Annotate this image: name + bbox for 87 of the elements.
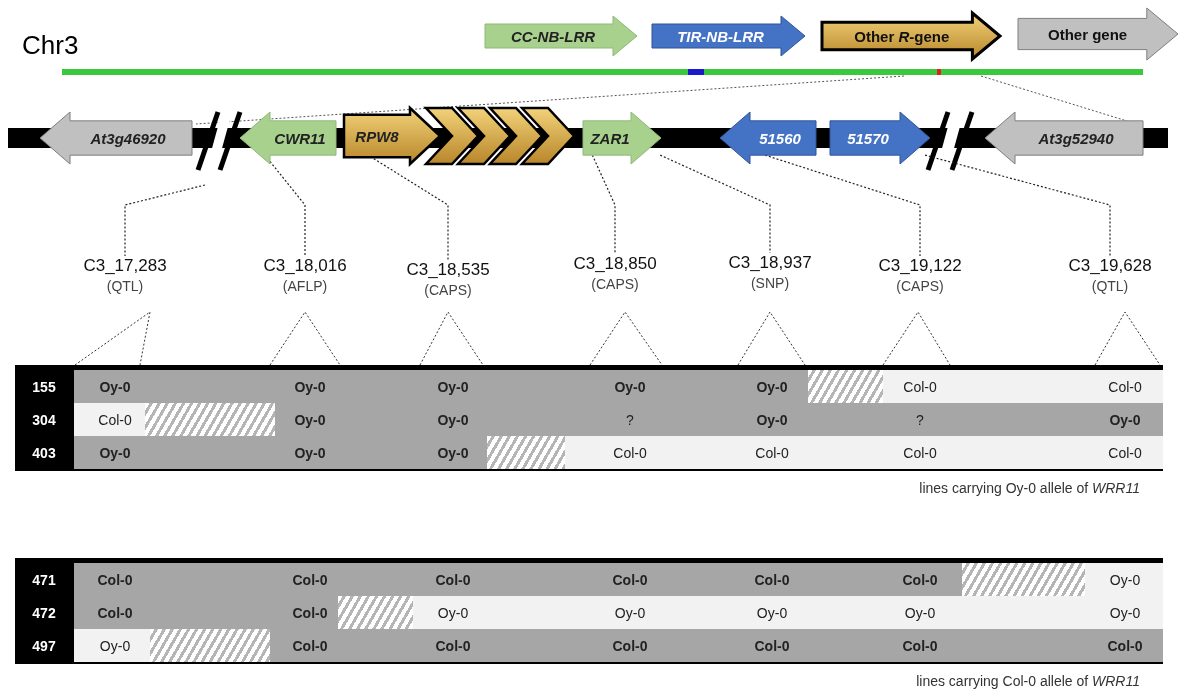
genotype-label: Oy-0 [756, 379, 788, 395]
genotype-label: Col-0 [1108, 445, 1142, 461]
legend-label: TIR-NB-LRR [676, 27, 765, 45]
gene-name: 51560 [758, 129, 802, 147]
genotype-label: Col-0 [903, 445, 937, 461]
genotype-label: Oy-0 [294, 379, 326, 395]
genotype-label: Oy-0 [437, 412, 469, 428]
genotype-label: Oy-0 [1109, 412, 1141, 428]
table-note: lines carrying Col-0 allele of WRR11 [916, 673, 1140, 689]
leader-line [659, 154, 771, 254]
legend-label: Other R-gene [853, 27, 951, 45]
marker-type: (QTL) [1090, 278, 1130, 294]
gene-arrow [583, 112, 661, 164]
genotype-label: Oy-0 [614, 605, 646, 621]
genotype-label: ? [626, 412, 634, 428]
genotype-label: Col-0 [902, 572, 938, 588]
genotype-label: Oy-0 [437, 379, 469, 395]
gene-arrow [830, 112, 930, 164]
gene-name: RPW8 [354, 127, 400, 145]
genotype-label: Col-0 [902, 638, 938, 654]
genotype-label: ? [916, 412, 924, 428]
genotype-label: Oy-0 [756, 412, 788, 428]
genotype-label: Oy-0 [437, 605, 469, 621]
genotype-label: Oy-0 [99, 379, 131, 395]
marker-type: (CAPS) [423, 282, 473, 298]
leader-line [591, 154, 616, 255]
genotype-label: Oy-0 [1109, 572, 1141, 588]
gene-arrow [985, 112, 1143, 164]
genotype-label: Col-0 [612, 572, 648, 588]
genotype-label: Oy-0 [756, 605, 788, 621]
genotype-label: Oy-0 [99, 638, 131, 654]
genotype-label: Col-0 [435, 638, 471, 654]
gene-arrow [240, 112, 336, 164]
genotype-label: Col-0 [97, 605, 133, 621]
genotype-label: Oy-0 [99, 445, 131, 461]
legend-label: CC-NB-LRR [509, 27, 597, 45]
genotype-label: Col-0 [1107, 638, 1143, 654]
genotype-label: Col-0 [612, 638, 648, 654]
gene-cluster-drawing [344, 108, 574, 164]
marker-name: C3_19,628 [1067, 256, 1153, 276]
marker-name: C3_18,535 [405, 260, 491, 280]
line-number: 472 [32, 605, 56, 621]
marker-name: C3_17,283 [82, 256, 168, 276]
gene-arrow [720, 112, 816, 164]
gene-arrow [40, 112, 192, 164]
genotype-label: Oy-0 [1109, 605, 1141, 621]
marker-type: (CAPS) [590, 276, 640, 292]
genotype-label: Col-0 [435, 572, 471, 588]
marker-type: (AFLP) [281, 278, 329, 294]
genotype-label: Col-0 [292, 638, 328, 654]
marker-type: (CAPS) [895, 278, 945, 294]
genotype-label: Col-0 [613, 445, 647, 461]
line-number: 471 [32, 572, 56, 588]
leader-line [924, 154, 1111, 257]
marker-type: (SNP) [749, 275, 791, 291]
genotype-label: Col-0 [755, 445, 789, 461]
genotype-label: Col-0 [98, 412, 132, 428]
marker-name: C3_18,937 [727, 253, 813, 273]
genotype-label: Col-0 [903, 379, 937, 395]
gene-name: At3g46920 [89, 129, 167, 147]
genotype-label: Col-0 [292, 605, 328, 621]
genotype-label: Col-0 [97, 572, 133, 588]
legend-label: Other gene [1047, 25, 1129, 43]
genotype-label: Oy-0 [904, 605, 936, 621]
line-number: 497 [32, 638, 56, 654]
gene-name: CWR11 [273, 129, 327, 147]
genotype-label: Oy-0 [437, 445, 469, 461]
line-number: 403 [32, 445, 56, 461]
genotype-label: Col-0 [1108, 379, 1142, 395]
marker-name: C3_18,850 [572, 254, 658, 274]
line-number: 155 [32, 379, 56, 395]
genotype-label: Oy-0 [294, 445, 326, 461]
genotype-label: Oy-0 [294, 412, 326, 428]
marker-type: (QTL) [105, 278, 145, 294]
genotype-label: Col-0 [292, 572, 328, 588]
gene-name: At3g52940 [1037, 129, 1115, 147]
genotype-label: Oy-0 [614, 379, 646, 395]
chromosome-name: Chr3 [22, 30, 79, 61]
line-number: 304 [32, 412, 56, 428]
genotype-label: Col-0 [754, 572, 790, 588]
gene-name: 51570 [846, 129, 890, 147]
marker-name: C3_18,016 [262, 256, 348, 276]
table-note: lines carrying Oy-0 allele of WRR11 [919, 480, 1140, 496]
genotype-label: Col-0 [754, 638, 790, 654]
marker-name: C3_19,122 [877, 256, 963, 276]
leader-line [124, 184, 206, 257]
gene-name: ZAR1 [589, 129, 631, 147]
